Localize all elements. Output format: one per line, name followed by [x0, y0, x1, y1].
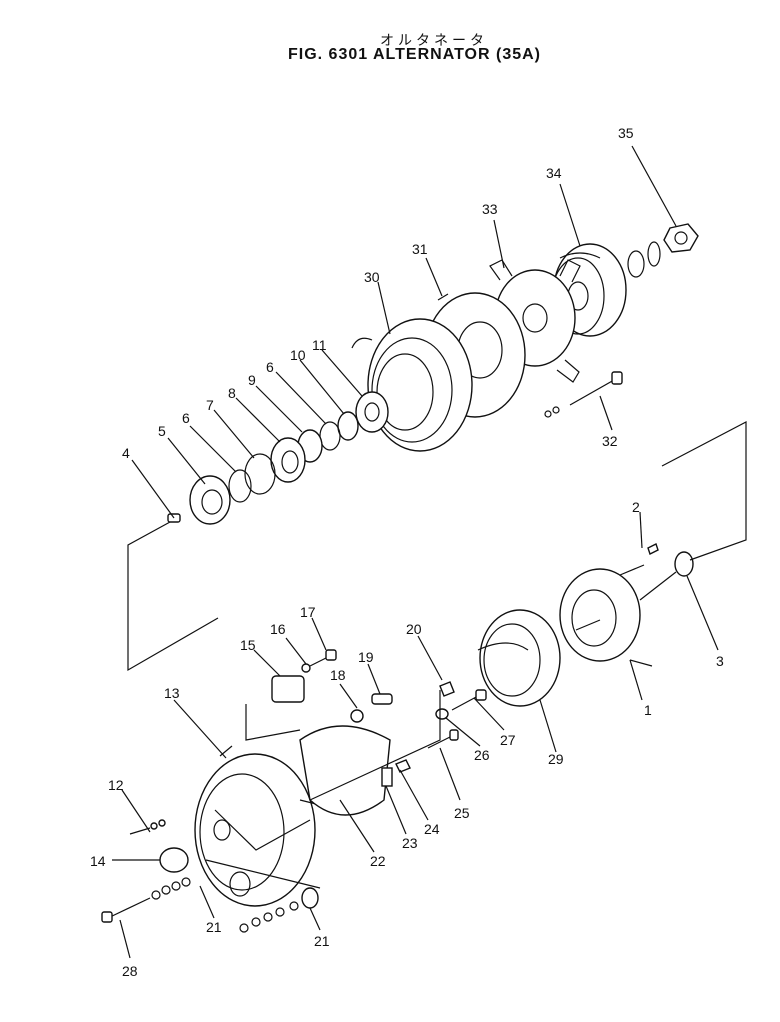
part-15-regulator [271, 675, 305, 703]
part-14-bushing [159, 847, 189, 873]
part-6-spacer-upper [319, 421, 341, 451]
callout-8: 8 [228, 385, 236, 401]
part-27-bolt [451, 689, 487, 711]
part-18-washer [350, 709, 364, 723]
part-20-clip [439, 681, 455, 697]
callout-3: 3 [716, 653, 724, 669]
callout-5: 5 [158, 423, 166, 439]
part-5-retainer-plate [189, 475, 231, 525]
callout-9: 9 [248, 372, 256, 388]
callout-32: 32 [602, 433, 618, 449]
callout-29: 29 [548, 751, 564, 767]
assembly-guide-lines [127, 421, 747, 889]
part-19-nut [371, 693, 393, 705]
part-21-nuts [239, 887, 319, 933]
callout-21b: 21 [314, 933, 330, 949]
callout-19: 19 [358, 649, 374, 665]
callout-12: 12 [108, 777, 124, 793]
part-12-screw [129, 819, 166, 835]
callout-31: 31 [412, 241, 428, 257]
callout-25: 25 [454, 805, 470, 821]
callout-33: 33 [482, 201, 498, 217]
part-30-stator [351, 318, 473, 452]
callout-6a: 6 [182, 410, 190, 426]
callout-labels: 1 2 3 4 5 6 6 7 8 9 10 11 12 13 14 15 16… [90, 125, 724, 979]
part-8-bearing [270, 437, 306, 483]
part-17-screw [309, 649, 337, 667]
callout-7: 7 [206, 397, 214, 413]
callout-6b: 6 [266, 359, 274, 375]
callout-20: 20 [406, 621, 422, 637]
part-1-rotor [559, 564, 677, 667]
part-10-ring [337, 411, 359, 441]
callout-26: 26 [474, 747, 490, 763]
callout-18: 18 [330, 667, 346, 683]
callout-34: 34 [546, 165, 562, 181]
part-25-bolt [427, 729, 459, 749]
figure-title: FIG. 6301 ALTERNATOR (35A) [288, 46, 541, 63]
callout-23: 23 [402, 835, 418, 851]
callout-1: 1 [644, 702, 652, 718]
part-6-spacer-lower [228, 469, 252, 503]
callout-14: 14 [90, 853, 106, 869]
callout-15: 15 [240, 637, 256, 653]
part-22-rectifier [299, 725, 391, 816]
part-3-collar [674, 551, 694, 577]
callout-16: 16 [270, 621, 286, 637]
figure-subtitle-japanese: オルタネータ [380, 33, 488, 49]
part-29-rotor-coil [477, 609, 561, 707]
part-7-plate [244, 453, 276, 495]
callout-22: 22 [370, 853, 386, 869]
part-2-key [647, 543, 659, 555]
part-spring-washer [627, 241, 661, 278]
callout-21a: 21 [206, 919, 222, 935]
part-26-insulator [435, 708, 449, 720]
callout-28: 28 [122, 963, 138, 979]
part-28-terminal-bolt [101, 877, 191, 923]
part-24-terminal [395, 759, 411, 773]
callout-17: 17 [300, 604, 316, 620]
part-35-nut [663, 223, 699, 253]
part-11-retainer [355, 391, 389, 433]
callout-10: 10 [290, 347, 306, 363]
callout-leader-lines [112, 145, 719, 959]
callout-30: 30 [364, 269, 380, 285]
part-23-diode-holder [381, 767, 393, 787]
callout-11: 11 [312, 337, 327, 353]
part-13-rear-bracket [194, 745, 317, 907]
callout-35: 35 [618, 125, 634, 141]
callout-13: 13 [164, 685, 180, 701]
callout-4: 4 [122, 445, 130, 461]
callout-27: 27 [500, 732, 516, 748]
callout-2: 2 [632, 499, 640, 515]
part-32-through-bolt [544, 371, 623, 418]
callout-24: 24 [424, 821, 440, 837]
part-16-lockwasher [301, 663, 311, 673]
